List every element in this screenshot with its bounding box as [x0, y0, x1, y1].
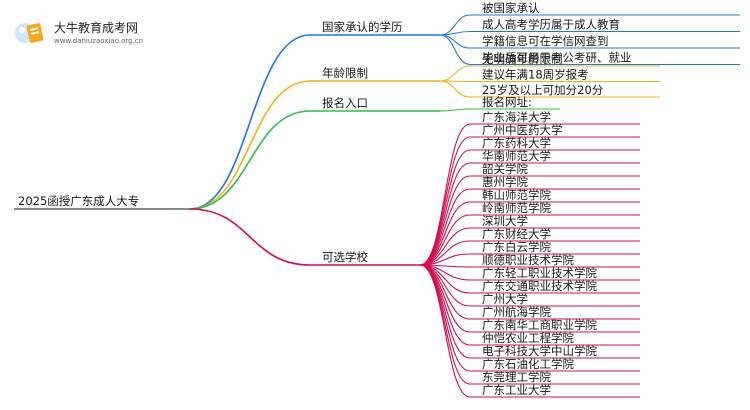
leaf-connector [439, 108, 471, 112]
branch-connector [189, 34, 311, 210]
leaf-label: 报名网址: [482, 95, 532, 109]
branch-connector [189, 110, 311, 210]
leaf-connector [439, 80, 471, 98]
leaf-connector [419, 123, 471, 266]
branch-label: 国家承认的学历 [322, 20, 403, 34]
leaf-connector [419, 264, 471, 385]
leaf-label: 25岁及以上可加分20分 [482, 83, 604, 97]
leaf-label: 顺德职业技术学院 [482, 253, 574, 267]
leaf-label: 广州中医药大学 [482, 123, 563, 137]
leaf-label: 东莞理工学院 [482, 370, 551, 384]
leaf-label: 广州大学 [482, 292, 528, 306]
branch-label: 报名入口 [322, 96, 368, 110]
leaf-connector [419, 264, 471, 398]
leaf-label: 广东财经大学 [482, 227, 551, 241]
leaf-connector [419, 175, 471, 266]
leaf-label: 韩山师范学院 [482, 188, 551, 202]
leaf-label: 建议年满18周岁报考 [482, 68, 589, 82]
leaf-label: 华南师范大学 [482, 149, 551, 163]
leaf-connector [419, 149, 471, 266]
leaf-label: 岭南师范学院 [482, 201, 551, 215]
leaf-connector [419, 188, 471, 266]
leaf-label: 被国家承认 [482, 1, 540, 15]
leaf-label: 电子科技大学中山学院 [482, 344, 597, 358]
leaf-connector [439, 34, 471, 66]
leaf-connector [439, 65, 471, 82]
site-title: 大牛教育成考网 [54, 21, 139, 35]
leaf-label: 广东交通职业技术学院 [482, 279, 597, 293]
leaf-label: 深圳大学 [482, 214, 528, 228]
leaf-label: 广东轻工职业技术学院 [482, 266, 597, 280]
leaf-connector [439, 30, 471, 36]
leaf-label: 广东工业大学 [482, 383, 551, 397]
root-node-label: 2025函授广东成人大专 [18, 194, 139, 208]
leaf-label: 广东石油化工学院 [482, 357, 574, 371]
branch-connector [189, 208, 311, 266]
leaf-label: 仲恺农业工程学院 [482, 331, 574, 345]
logo-icon [14, 18, 50, 48]
leaf-label: 成人高考学历属于成人教育 [482, 18, 620, 32]
leaf-connector [419, 162, 471, 266]
leaf-label: 学籍信息可在学信网查到 [482, 34, 609, 48]
leaf-label: 广东白云学院 [482, 240, 551, 254]
leaf-label: 广东药科大学 [482, 136, 551, 150]
branch-label: 可选学校 [322, 250, 368, 264]
branch-label: 年龄限制 [322, 66, 368, 80]
leaf-label: 广东南华工商职业学院 [482, 318, 597, 332]
branch-connector [189, 80, 311, 210]
leaf-label: 毕业后可用于考公考研、就业 [482, 51, 632, 65]
leaf-connector [419, 201, 471, 266]
leaf-label: 广州航海学院 [482, 305, 551, 319]
leaf-connector [439, 34, 471, 49]
leaf-label: 无明确年龄限制 [482, 52, 563, 66]
leaf-label: 广东海洋大学 [482, 110, 551, 124]
site-url: www.daniuzaoxiao.org.cn [54, 37, 144, 45]
leaf-label: 惠州学院 [482, 175, 528, 189]
leaf-label: 韶关学院 [482, 162, 528, 176]
